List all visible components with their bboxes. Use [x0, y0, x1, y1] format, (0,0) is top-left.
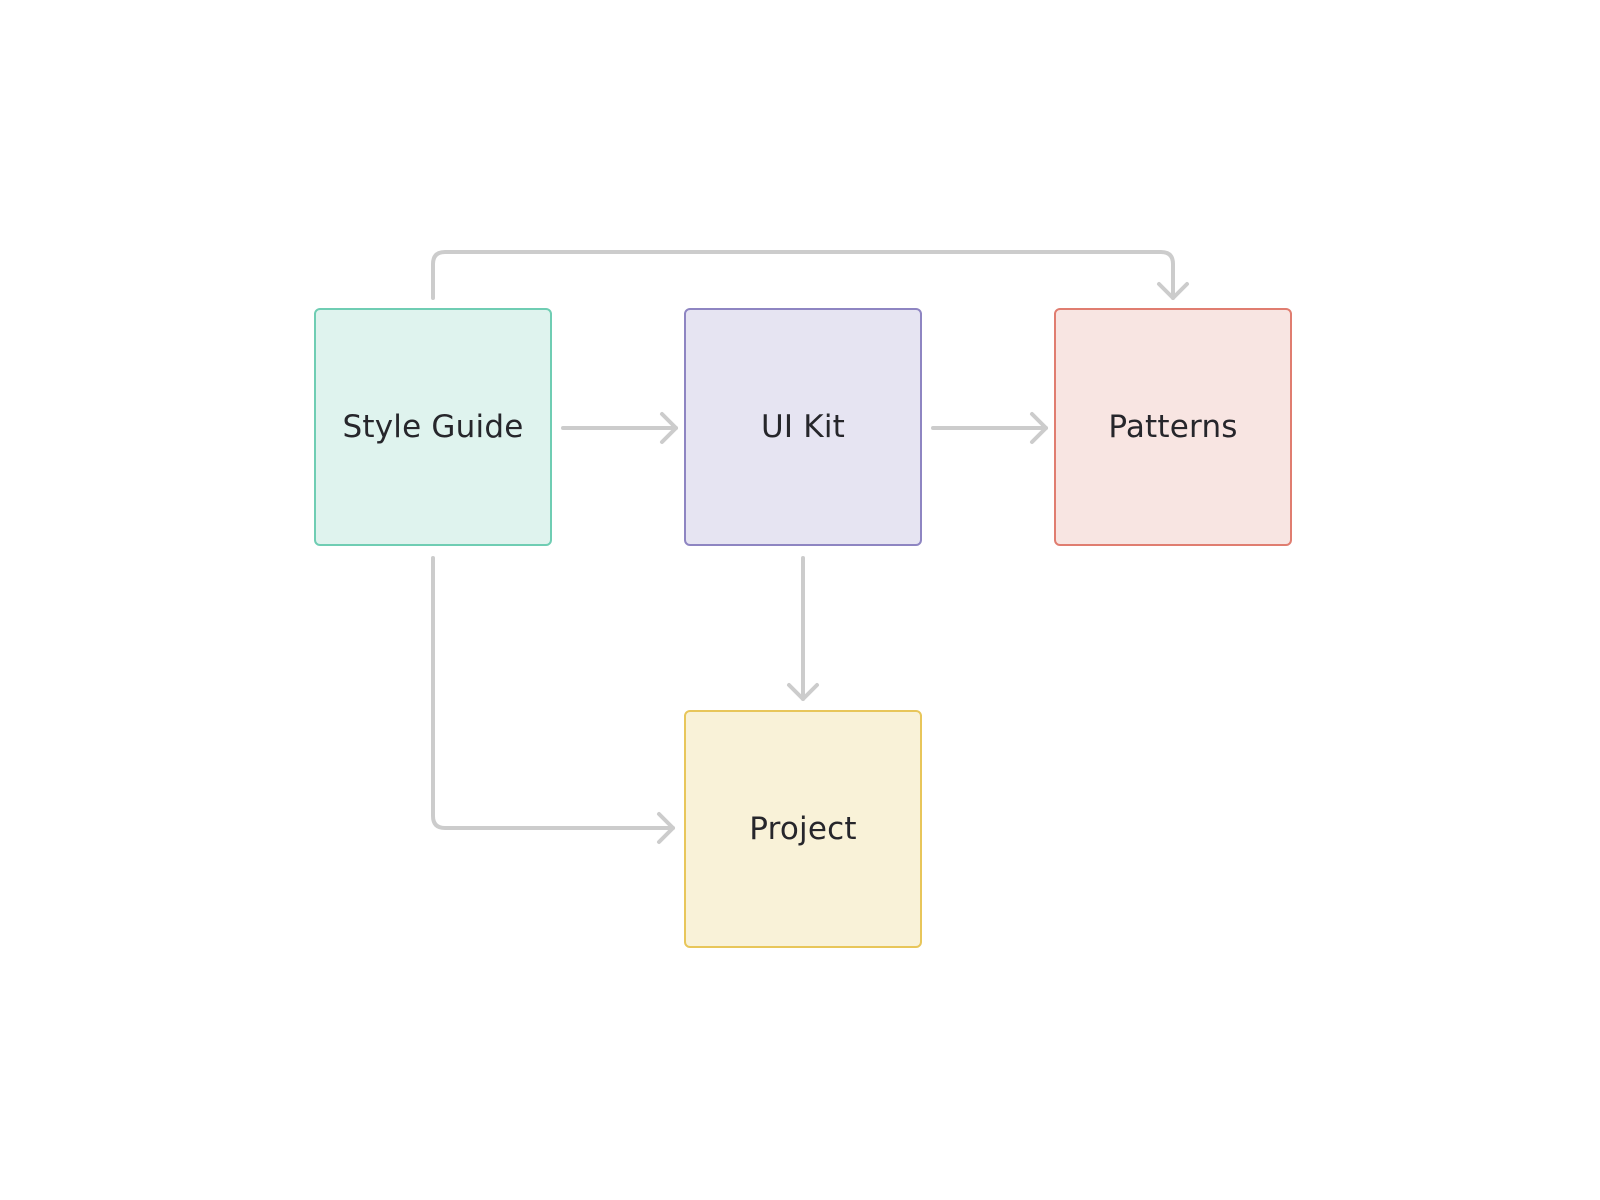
node-label-patterns: Patterns [1108, 409, 1238, 445]
connector-style-guide-to-ui-kit [561, 412, 678, 444]
node-ui-kit[interactable]: UI Kit [684, 308, 922, 546]
connector-ui-kit-to-project [787, 556, 819, 701]
connector-ui-kit-to-patterns [931, 412, 1048, 444]
node-style-guide[interactable]: Style Guide [314, 308, 552, 546]
node-label-style-guide: Style Guide [342, 409, 524, 445]
node-project[interactable]: Project [684, 710, 922, 948]
node-patterns[interactable]: Patterns [1054, 308, 1292, 546]
node-label-ui-kit: UI Kit [761, 409, 845, 445]
node-label-project: Project [749, 811, 857, 847]
connector-style-guide-to-patterns [431, 250, 1189, 300]
connector-style-guide-to-project [431, 556, 675, 844]
